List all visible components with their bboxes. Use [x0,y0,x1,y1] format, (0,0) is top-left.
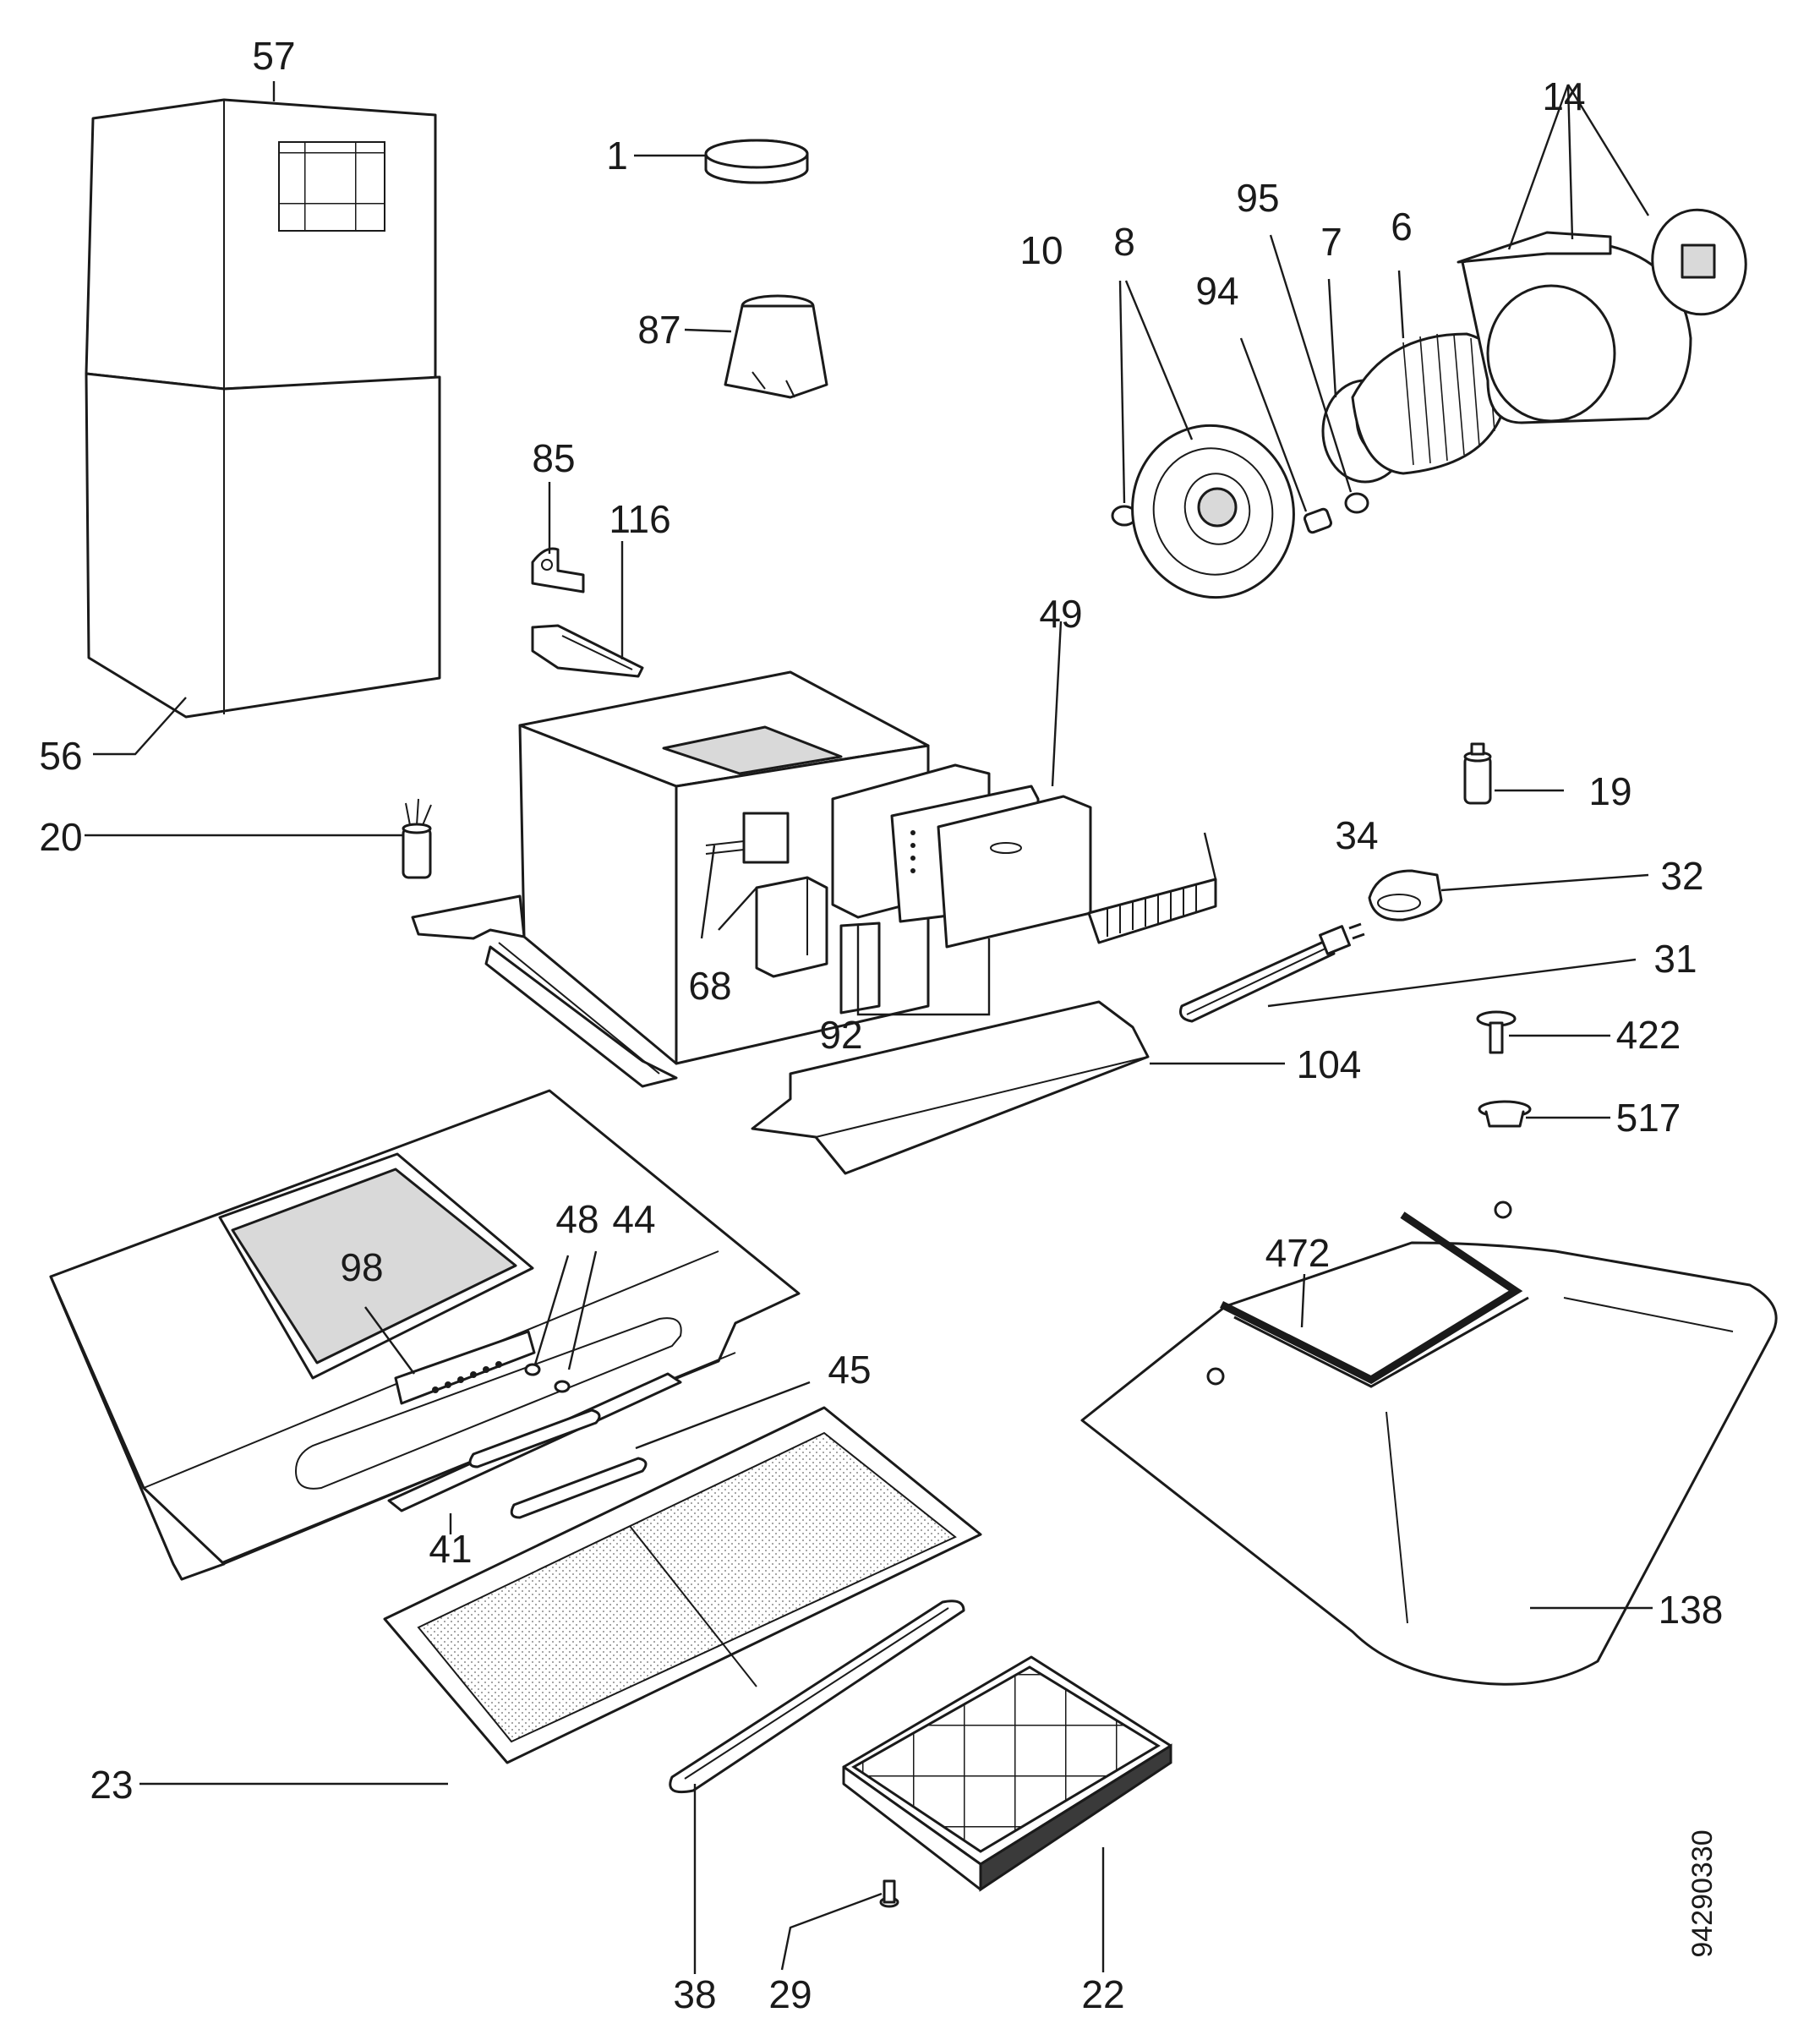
callout-29: 29 [768,1972,812,2016]
callout-7: 7 [1320,220,1342,264]
callout-422: 422 [1616,1013,1681,1057]
button-strip-45 [468,1408,648,1519]
document-number: 94290330 [1686,1829,1719,1957]
callout-472: 472 [1265,1231,1331,1275]
capacitor-box [755,876,828,978]
callout-56: 56 [39,734,82,778]
callout-38: 38 [673,1972,716,2016]
seal-472 [1219,1211,1529,1388]
callout-22: 22 [1081,1972,1124,2016]
hood-canopy [49,1089,801,1581]
leader-lines [85,81,1653,1974]
lamp-holder [1368,869,1443,922]
ballast-heatsink [1087,878,1217,944]
callout-517: 517 [1616,1096,1681,1140]
slide-rail [531,624,644,678]
chimney-lower-part [85,372,441,719]
switch-44 [554,1380,571,1393]
callout-45: 45 [828,1348,871,1392]
control-module-back [937,795,1092,949]
terminal-block [705,812,790,864]
callout-6: 6 [1391,205,1413,249]
blower-housing [1457,231,1692,424]
callout-87: 87 [637,308,680,352]
fan-backplate [1131,424,1295,599]
screw [879,1879,899,1908]
callout-94: 94 [1195,269,1238,313]
mounting-bracket [531,547,585,593]
callout-57: 57 [252,34,295,78]
callout-34: 34 [1335,813,1378,857]
callout-104: 104 [1297,1042,1362,1086]
filter-seal [669,1600,965,1794]
capacitor-20 [402,798,432,879]
indicator-dots [910,830,915,873]
grease-filter [383,1406,982,1764]
callout-23: 23 [90,1763,133,1807]
callout-41: 41 [429,1527,472,1571]
callout-44: 44 [612,1197,655,1241]
callout-116: 116 [609,497,670,541]
callout-49: 49 [1039,592,1082,636]
callout-32: 32 [1660,854,1703,898]
lamp-cover-plate [751,1000,1150,1175]
fluorescent-lamp [1179,922,1365,1023]
nut-95 [1344,492,1369,514]
callout-1: 1 [606,134,628,178]
callout-95: 95 [1236,176,1279,220]
canopy-top-cover [1080,1200,1778,1686]
callout-10: 10 [1019,228,1063,272]
callout-92: 92 [819,1013,862,1057]
chimney-upper-part [85,98,437,391]
motor-housing [411,670,930,1088]
callout-98: 98 [340,1245,383,1289]
callout-8: 8 [1113,220,1135,264]
control-knob [1476,1010,1517,1054]
capacitor-19 [1463,742,1492,805]
callout-labels: 57 1 87 85 116 56 20 49 68 92 34 32 31 1… [39,34,1723,2016]
duct-collar [704,139,809,184]
flexible-duct-reducer [724,294,828,399]
callout-48: 48 [555,1197,598,1241]
callout-14: 14 [1542,74,1585,118]
switch-48 [524,1363,541,1376]
callout-19: 19 [1588,769,1631,813]
grommet [1478,1100,1532,1128]
vent-grille [278,141,385,232]
callout-31: 31 [1653,937,1697,981]
motor-coupling-94 [1303,507,1333,534]
blower-flange [1651,208,1747,316]
callout-138: 138 [1659,1588,1724,1632]
charcoal-filter [842,1655,1172,1892]
control-panel-98 [394,1330,536,1405]
callout-68: 68 [688,964,731,1008]
callout-20: 20 [39,815,82,859]
callout-85: 85 [532,436,575,480]
